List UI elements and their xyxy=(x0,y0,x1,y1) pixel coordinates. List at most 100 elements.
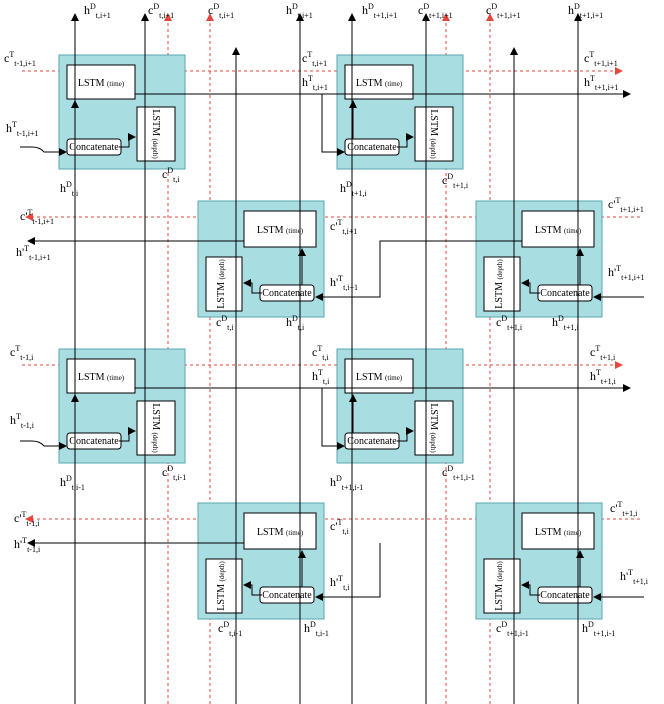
label-sub: t,i xyxy=(342,527,349,536)
lstm-time-label: LSTM (time) xyxy=(78,372,125,383)
label-sub: t+1,i xyxy=(352,189,368,198)
label-base: c xyxy=(442,173,447,187)
label-sub: t+1,i-1 xyxy=(594,629,616,638)
label-sup: T xyxy=(22,536,27,545)
label-sub: t+1,i+1 xyxy=(594,59,617,68)
label-sup: D xyxy=(368,2,374,11)
label-sub: t,i+1 xyxy=(343,283,358,292)
lstm-depth-sub: (depth) xyxy=(218,259,226,280)
label-l_ct_tm1i1: cTt-1,i+1 xyxy=(4,50,36,68)
time-hidden-in-row2b xyxy=(379,240,522,282)
label-hd_ti_1: hDt,i xyxy=(60,180,79,198)
label-sub: t-1,i+1 xyxy=(32,217,54,226)
concat-to-depth-wire xyxy=(521,279,540,294)
label-sub: t+1,i-1 xyxy=(342,483,364,492)
label-sup: D xyxy=(213,2,219,11)
label-sup: D xyxy=(223,620,229,629)
lstm-depth-label: LSTM (depth) xyxy=(494,561,505,611)
label-sub: t,i+1 xyxy=(159,11,174,20)
label-sup: D xyxy=(153,2,159,11)
label-top_cd_ti1_b: cDt,i+1 xyxy=(208,2,234,20)
label-sub: t+1,i xyxy=(564,323,580,332)
label-sup: D xyxy=(346,180,352,189)
lstm-cell: LSTM (time)LSTM (depth)Concatenate xyxy=(475,502,603,620)
label-sub: t,i xyxy=(173,175,180,184)
label-sup: D xyxy=(292,314,298,323)
label-sub: t,i+1 xyxy=(313,83,328,92)
label-base: c xyxy=(162,465,167,479)
label-cpt_t1i: c'Tt+1,i xyxy=(610,500,638,518)
label-sub: t-1,i xyxy=(20,353,34,362)
label-hpt_tm1i1: h'Tt-1,i+1 xyxy=(16,244,51,262)
lstm-depth-label: LSTM (depth) xyxy=(494,259,505,309)
concat-to-depth-wire xyxy=(119,427,136,442)
label-sup: D xyxy=(66,474,72,483)
lstm-depth-label: LSTM (depth) xyxy=(150,109,161,159)
label-sup: T xyxy=(338,274,343,283)
label-base: h xyxy=(312,369,318,383)
label-cd_ti_2: cDt,i xyxy=(216,314,234,332)
label-sup: T xyxy=(618,500,623,509)
label-hd_tim1_b: hDt,i-1 xyxy=(304,620,329,638)
label-base: h xyxy=(304,621,310,635)
label-base: h xyxy=(302,75,308,89)
label-sub: t+1,i+1 xyxy=(621,273,644,282)
lstm-depth-label: LSTM (depth) xyxy=(428,403,439,453)
lstm-time-sub: (time) xyxy=(385,80,403,88)
label-sup: T xyxy=(9,50,14,59)
label-base: c xyxy=(148,3,153,17)
concat-to-depth-wire xyxy=(243,581,262,596)
label-sup: T xyxy=(12,120,17,129)
label-sup: T xyxy=(28,208,33,217)
lstm-time-label: LSTM (time) xyxy=(78,78,125,89)
lstm-time-label: LSTM (time) xyxy=(257,225,304,236)
label-sub: t-1,i+1 xyxy=(14,59,36,68)
label-cd_tim1: cDt,i-1 xyxy=(162,464,186,482)
label-base: h' xyxy=(14,537,22,551)
label-sup: D xyxy=(90,2,96,11)
label-sup: T xyxy=(338,574,343,583)
label-sup: T xyxy=(595,344,600,353)
label-sup: T xyxy=(616,196,621,205)
lstm-time-sub: (time) xyxy=(286,529,304,537)
lstm-time-box xyxy=(344,358,414,394)
lstm-time-sub: (time) xyxy=(107,374,125,382)
label-sub: t+1,i xyxy=(453,181,469,190)
label-sub: t,i-1 xyxy=(72,483,85,492)
label-base: c xyxy=(418,3,423,17)
label-sup: T xyxy=(24,244,29,253)
label-sup: D xyxy=(167,166,173,175)
label-base: c xyxy=(584,51,589,65)
label-sup: T xyxy=(307,50,312,59)
concat-to-depth-wire xyxy=(521,581,540,596)
lstm-depth-box xyxy=(136,400,176,456)
label-sub: t,i-1 xyxy=(229,629,242,638)
label-base: c' xyxy=(330,519,338,533)
concatenate-label: Concatenate xyxy=(347,436,397,447)
label-sub: t+1,i-1 xyxy=(453,473,475,482)
label-sub: t,i+1 xyxy=(342,227,357,236)
label-base: h' xyxy=(330,575,338,589)
label-sup: D xyxy=(221,314,227,323)
lstm-time-label: LSTM (time) xyxy=(356,372,403,383)
label-top_hd_t1i1: hDt+1,i+1 xyxy=(362,2,397,20)
label-cd_t1im1_b: cDt+1,i-1 xyxy=(496,620,529,638)
label-sub: t+1,i xyxy=(633,577,649,586)
label-sub: t+1,i+1 xyxy=(595,83,618,92)
lstm-depth-box xyxy=(414,400,454,456)
label-base: h xyxy=(568,3,574,17)
label-sup: D xyxy=(310,620,316,629)
label-base: h xyxy=(552,315,558,329)
label-sub: t,i-1 xyxy=(173,473,186,482)
lstm-depth-label: LSTM (depth) xyxy=(216,561,227,611)
lstm-cell: LSTM (time)LSTM (depth)Concatenate xyxy=(336,54,464,170)
label-sub: t,i+1 xyxy=(298,11,313,20)
lstm-time-label: LSTM (time) xyxy=(535,225,582,236)
label-cpt_t1i1: c'Tt+1,i+1 xyxy=(608,196,644,214)
label-base: h' xyxy=(330,275,338,289)
label-base: c xyxy=(496,315,501,329)
label-sup: D xyxy=(447,172,453,181)
label-base: h xyxy=(340,181,346,195)
label-cpt_tm1i: c'Tt-1,i xyxy=(14,510,40,528)
label-base: c xyxy=(10,345,15,359)
